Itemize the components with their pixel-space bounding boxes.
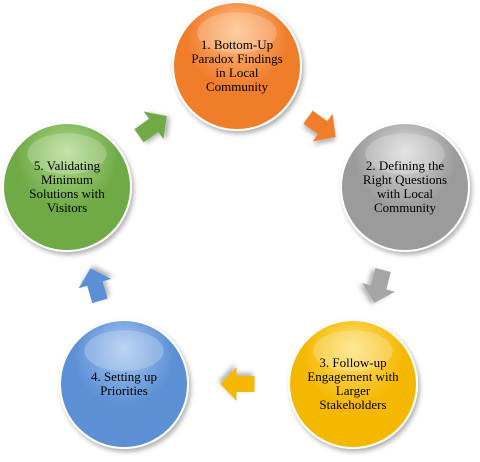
arrow-n4-to-n5 [78,268,112,304]
arrow-shape [78,268,112,304]
gloss-highlight [313,330,393,372]
arrows-layer [78,110,395,401]
arrow-n3-to-n4 [220,367,255,401]
step-label-line: 3. Follow-up [319,355,386,370]
step-label-line: Community [374,200,437,215]
gloss-highlight [197,12,277,54]
arrow-shape [134,111,167,143]
step-circle [172,1,302,131]
step-label-line: Paradox Findings [191,51,282,66]
gloss-highlight [365,133,445,175]
step-label-line: 2. Defining the [366,158,445,173]
step-circle [59,319,189,449]
step-label-line: Stakeholders [319,397,386,412]
arrow-n2-to-n3 [362,267,395,303]
step-label-line: 4. Setting up [91,369,157,384]
step-label-line: Minimum [41,172,93,187]
step-label-line: Priorities [100,383,148,398]
step-label-line: Visitors [47,200,87,215]
arrow-shape [220,367,255,401]
step-circle [288,319,418,449]
step-circle [340,122,470,252]
step-label-line: in Local [216,65,259,80]
arrow-n5-to-n1 [134,111,167,143]
gloss-highlight [27,133,107,175]
arrow-shape [303,110,336,142]
step-label-line: Larger [336,383,371,398]
step-label-line: Right Questions [363,172,447,187]
step-circle [2,122,132,252]
step-label-line: Engagement with [307,369,399,384]
arrow-n1-to-n2 [303,110,336,142]
step-label-line: 1. Bottom-Up [201,37,273,52]
step-label-line: with Local [377,186,433,201]
arrow-shape [362,267,395,303]
step-label-line: Community [206,79,269,94]
gloss-highlight [84,330,164,372]
step-label-line: 5. Validating [34,158,101,173]
step-label-line: Solutions with [29,186,105,201]
